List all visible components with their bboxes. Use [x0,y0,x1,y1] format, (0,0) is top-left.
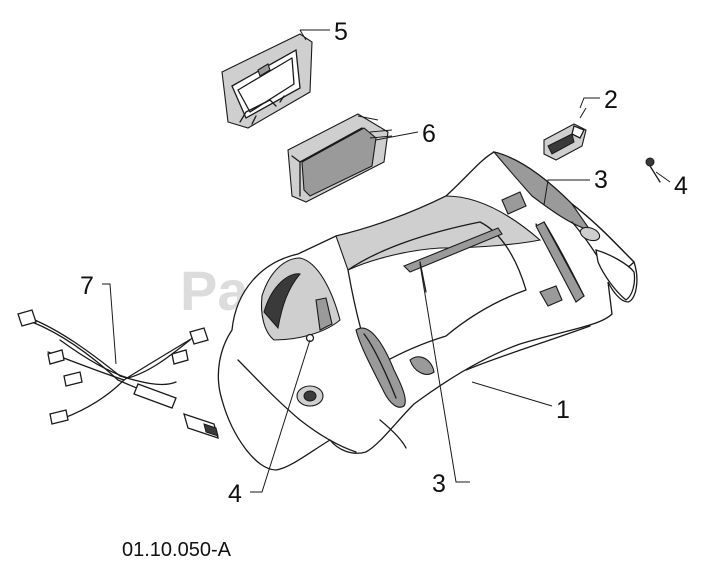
document-id: 01.10.050-A [122,539,232,561]
callout-4-top: 4 [674,172,688,200]
part-2-switch[interactable] [543,123,587,161]
callout-3-top: 3 [594,166,608,194]
part-4-screw-top[interactable] [645,157,661,183]
callouts: 5 6 2 3 4 1 3 4 7 [80,18,688,508]
callout-3-bottom: 3 [432,470,446,498]
callout-6: 6 [422,120,436,148]
part-7-wiring-harness[interactable] [17,309,219,440]
leader-lines [102,29,671,493]
callout-1: 1 [556,396,570,424]
callout-2: 2 [604,86,618,114]
callout-7: 7 [80,272,94,300]
callout-5: 5 [334,18,348,46]
callout-4-bottom: 4 [228,480,242,508]
part-5-bezel[interactable] [221,33,313,129]
part-6-module[interactable] [287,113,393,203]
